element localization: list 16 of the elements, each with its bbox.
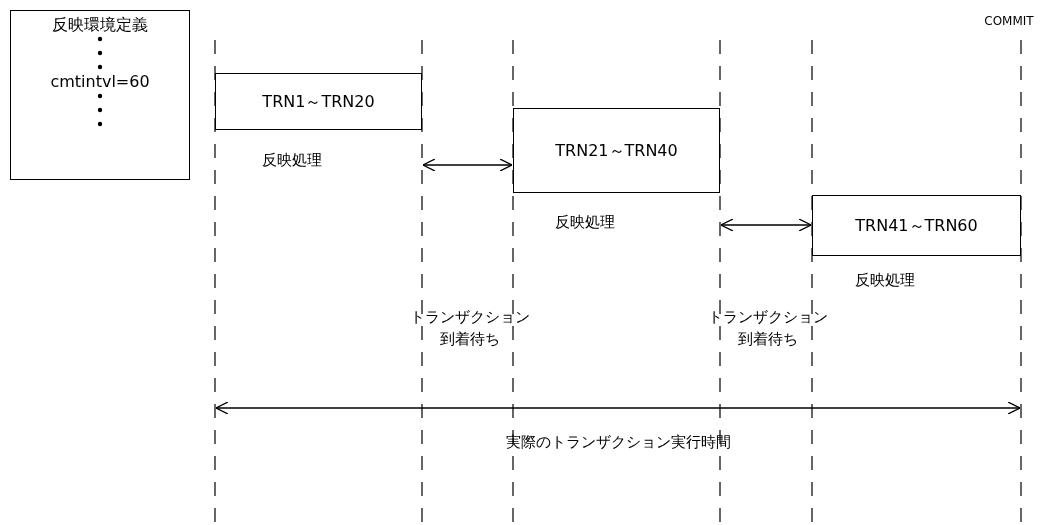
caption-text: 反映処理	[555, 213, 615, 231]
process-box	[513, 108, 720, 193]
annotation-text: COMMIT	[984, 14, 1034, 28]
box-text: TRN41～TRN60	[855, 215, 978, 236]
box-text: cmtintvl=60	[50, 72, 150, 92]
annotation-text: トランザクション到着待ち	[707, 307, 829, 350]
box-text: TRN1～TRN20	[262, 91, 375, 112]
process-box	[812, 195, 1021, 256]
process-box	[215, 73, 422, 130]
annotation-text: 実際のトランザクション実行時間	[505, 433, 731, 451]
caption-text: 反映処理	[262, 151, 322, 169]
definition-box	[10, 10, 190, 180]
box-text: TRN21～TRN40	[555, 140, 678, 161]
caption-text: 反映処理	[855, 271, 915, 289]
box-heading: 反映環境定義	[52, 15, 148, 35]
annotation-text: トランザクション到着待ち	[409, 307, 531, 350]
